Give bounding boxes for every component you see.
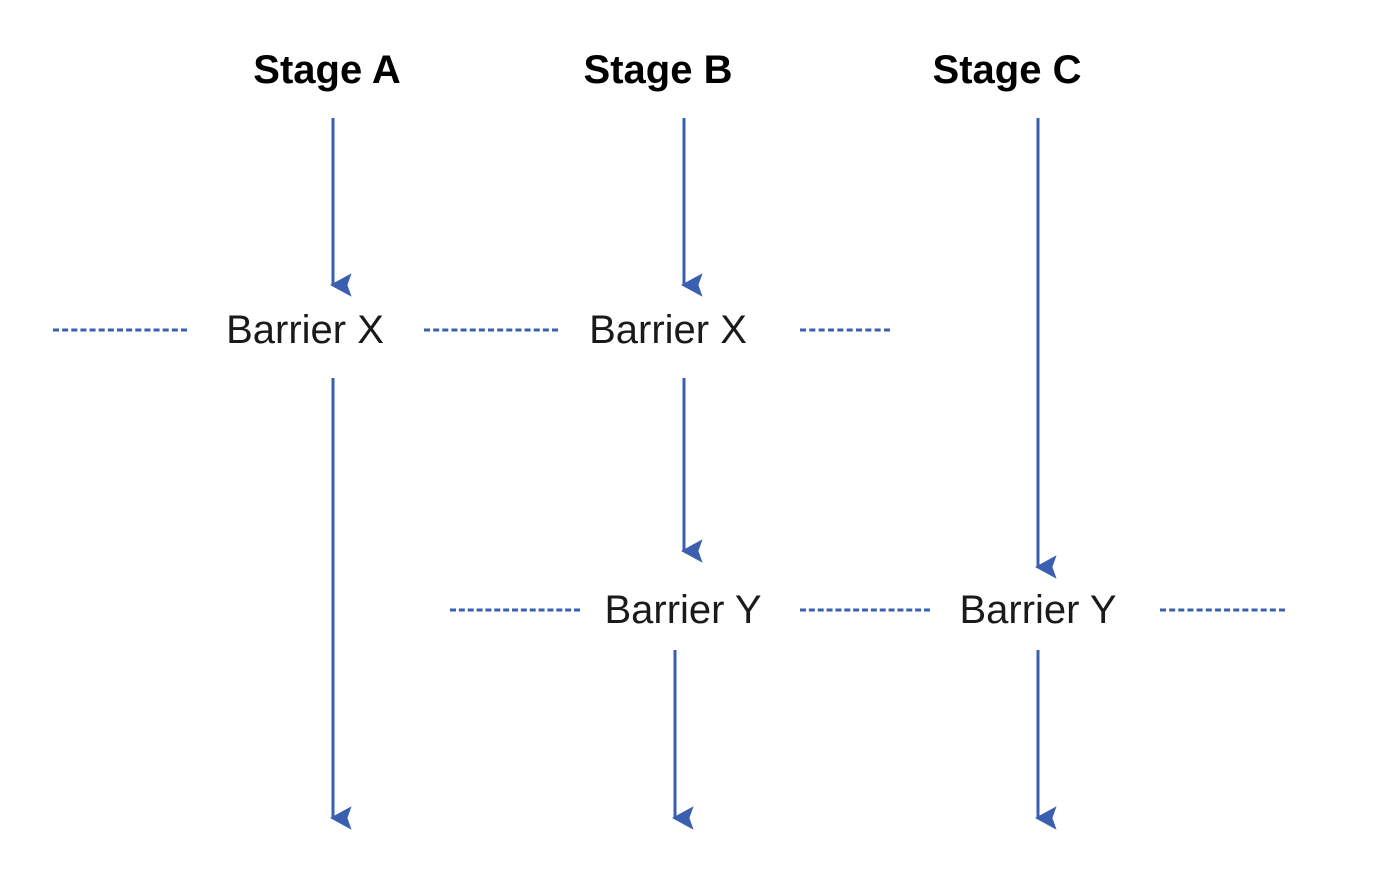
barrier-label-x-stage-b: Barrier X [589, 308, 747, 352]
stage-header-a: Stage A [253, 48, 401, 92]
dash-between-barrier-y-b-and-c [800, 608, 930, 612]
dash-right-of-barrier-x-b [800, 328, 890, 332]
dash-right-of-barrier-y-c [1160, 608, 1285, 612]
stage-header-c: Stage C [932, 48, 1082, 92]
dash-between-barrier-x-a-and-b [424, 328, 558, 332]
dash-left-of-barrier-y-b [450, 608, 580, 612]
barrier-label-y-stage-b: Barrier Y [604, 588, 762, 632]
stage-header-b: Stage B [583, 48, 733, 92]
barrier-label-x-stage-a: Barrier X [226, 308, 384, 352]
barrier-label-y-stage-c: Barrier Y [959, 588, 1117, 632]
dash-left-of-barrier-x-a [53, 328, 187, 332]
